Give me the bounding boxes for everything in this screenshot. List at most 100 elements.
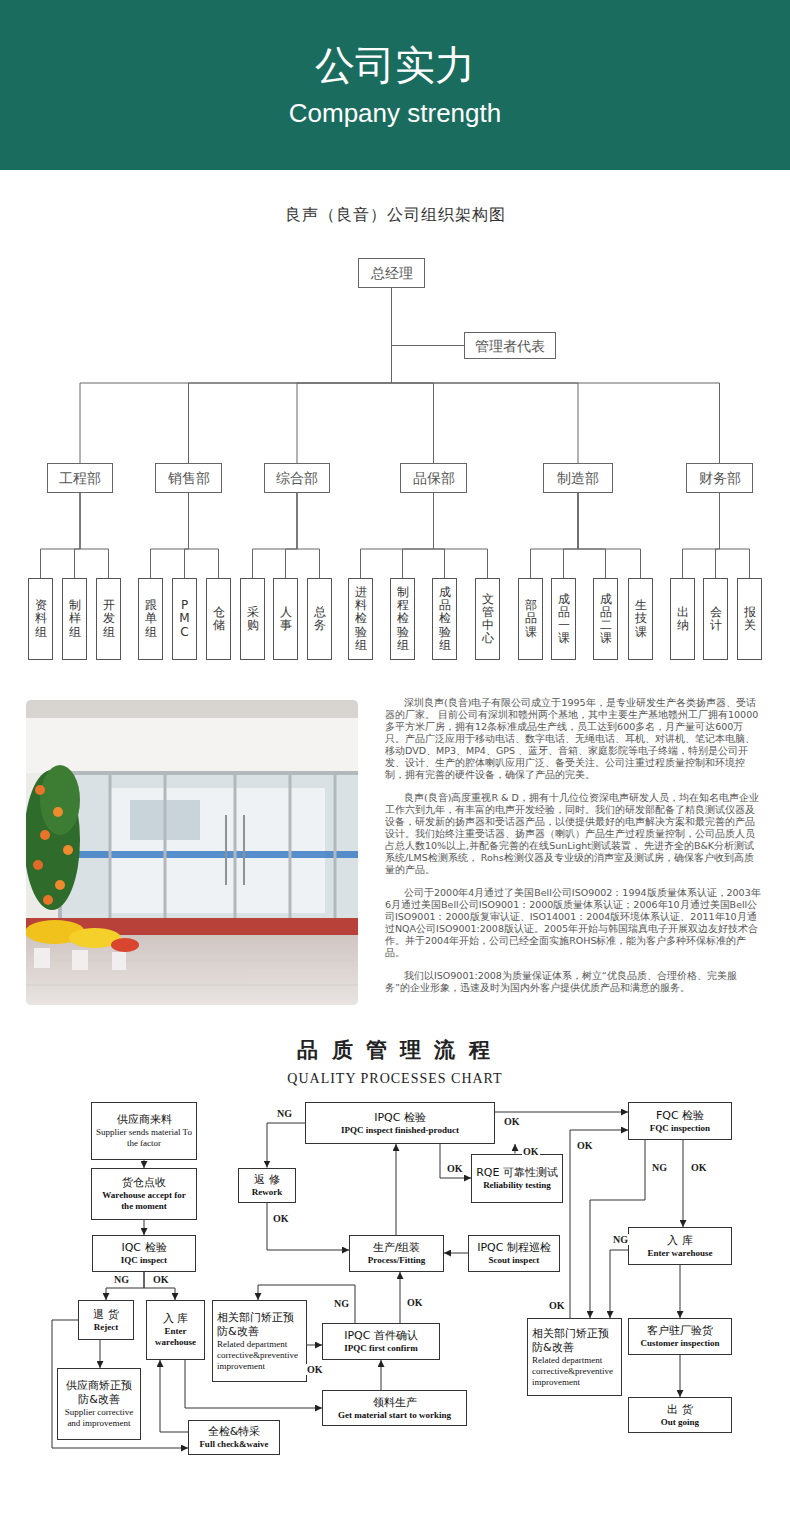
decor-shape [35,785,45,795]
group-box: 人事 [273,578,298,660]
process-box: IPQC 检验IPQC inspect finished-product [305,1102,495,1144]
step-title: 供应商矫正预防&改善 [62,1379,136,1407]
process-box: 供应商矫正预防&改善Supplier corrective and improv… [57,1368,141,1440]
step-title: 出 货 [667,1403,693,1417]
decor-shape [60,773,358,923]
decor-shape [243,815,245,885]
step-english: Related department corrective&preventive… [532,1355,617,1388]
decor-shape [289,773,292,923]
banner: 公司实力Company strength [0,0,790,170]
step-title: 客户驻厂验货 [647,1324,713,1338]
group-box: 生技课 [628,578,653,660]
process-box: 货仓点收Warehouse accept for the moment [91,1168,197,1220]
step-title: RQE 可靠性测试 [476,1166,558,1180]
process-box: 出 货Out going [628,1397,732,1433]
edge-label: OK [152,1274,170,1285]
box-text: 制样组 [69,599,81,639]
connector [680,1355,681,1397]
box-text: 部品课 [525,599,537,639]
connector [400,1272,401,1323]
connector [189,493,219,578]
connector [307,1345,322,1346]
edge-label: OK [522,1146,540,1157]
group-box: 开发组 [96,578,121,660]
dept-box: 制造部 [543,463,613,493]
decor-shape [53,807,63,817]
connector [392,288,434,463]
group-box: 跟单组 [138,578,163,660]
edge-label: OK [446,1163,464,1174]
group-box: 仓储 [206,578,231,660]
connector [434,493,488,578]
dept-box: 品保部 [400,463,467,493]
process-box: 入 库Enter warehouse [146,1300,205,1360]
edge-label: NG [333,1298,350,1309]
connector [297,288,392,463]
step-title: 入 库 [163,1312,189,1326]
decor-shape [164,773,167,923]
connector [253,493,298,578]
connector [396,1144,397,1235]
edge-label: OK [306,1364,324,1375]
connector [720,493,750,578]
intro-text: 深圳良声(良音)电子有限公司成立于1995年，是专业研发生产各类扬声器、受话器的… [385,697,761,1005]
box-text: PMC [179,599,191,639]
step-english: Warehouse accept for the moment [96,1190,192,1212]
step-title: 入 库 [667,1234,693,1248]
box-text: 开发组 [103,599,115,639]
decor-shape [60,851,358,858]
decor-shape [112,952,126,970]
page-subtitle: Company strength [0,97,790,129]
process-box: 入 库Enter warehouse [628,1227,732,1265]
box-text: 成品一课 [558,593,570,646]
step-title: IPQC 首件确认 [344,1329,418,1343]
connector [267,1203,349,1251]
process-box: 全检&特采Full check&waive [188,1420,280,1455]
step-english: IPQC inspect finished-product [341,1125,459,1136]
org-box: 管理者代表 [464,332,556,359]
decor-shape [225,815,227,885]
process-box: IPQC 首件确认IPQC first confirm [322,1323,440,1360]
dept-box: 销售部 [155,463,222,493]
step-title: IPQC 制程巡检 [477,1241,551,1255]
connector [570,1130,628,1318]
connector [716,493,720,578]
paragraph: 公司于2000年4月通过了美国Bell公司ISO9002：1994版质量体系认证… [385,887,761,959]
edge-label: NG [113,1274,130,1285]
connector [160,1360,188,1432]
dept-box: 财务部 [686,463,753,493]
step-english: Rework [252,1187,283,1198]
decor-shape [33,860,43,870]
group-box: 报关 [737,578,762,660]
step-english: IQC inspect [121,1255,167,1266]
box-text: 会计 [710,606,722,632]
step-english: Customer inspection [640,1338,719,1349]
connector [403,493,434,578]
connector [75,493,81,578]
process-box: RQE 可靠性测试Reliability testing [471,1154,563,1203]
step-title: 相关部门矫正预防&改善 [532,1327,617,1355]
decor-shape [26,700,358,718]
decor-shape [55,880,65,890]
step-title: 全检&特采 [208,1425,261,1439]
group-box: 制程检验组 [390,578,415,660]
connector [680,1265,681,1318]
step-english: Enter warehouse [151,1326,200,1348]
box-text: 总经理 [371,264,413,282]
connector [189,288,392,463]
connector [80,493,109,578]
process-box: 供应商来料Supplier sends material To the fact… [91,1102,197,1160]
group-box: 会计 [703,578,728,660]
connector [361,493,434,578]
box-text: 销售部 [168,469,210,487]
connector [80,288,392,463]
chart-title: 品 质 管 理 流 程 [0,1036,790,1064]
connector [531,493,579,578]
decor-shape [26,935,358,1005]
dept-box: 工程部 [47,463,113,493]
box-text: 管理者代表 [475,337,545,355]
group-box: 成品一课 [551,578,576,660]
connector [381,1360,382,1390]
connector [564,493,579,578]
connector [267,1123,305,1168]
